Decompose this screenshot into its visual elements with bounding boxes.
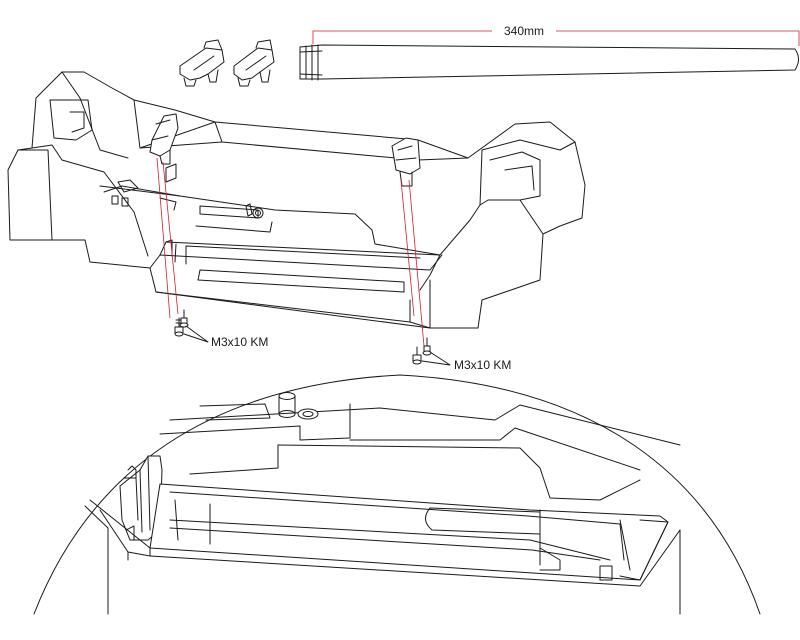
mount-clip-loose-1 [179,39,225,87]
detail-antenna-tray [84,483,681,615]
detail-boss [278,392,319,420]
screw-right-a [412,346,422,365]
screw-left-a [174,317,184,337]
mount-clip-loose-2 [233,39,275,87]
screw-callout-right: M3x10 KM [421,351,511,372]
screw-left-b [179,309,189,328]
screw-callout-left: M3x10 KM [183,325,268,349]
antenna-length-label: 340mm [504,24,544,38]
base-housing [7,71,586,329]
mount-clip-right [391,137,421,187]
screw-spec-label-right: M3x10 KM [454,358,511,372]
antenna-dimension: 340mm [312,24,800,46]
screw-spec-label-left: M3x10 KM [211,335,268,349]
detail-view [33,374,761,615]
antenna [299,44,799,81]
mount-clip-left [149,113,179,165]
screw-guide-lines [156,157,425,347]
screw-right-b [422,337,432,356]
